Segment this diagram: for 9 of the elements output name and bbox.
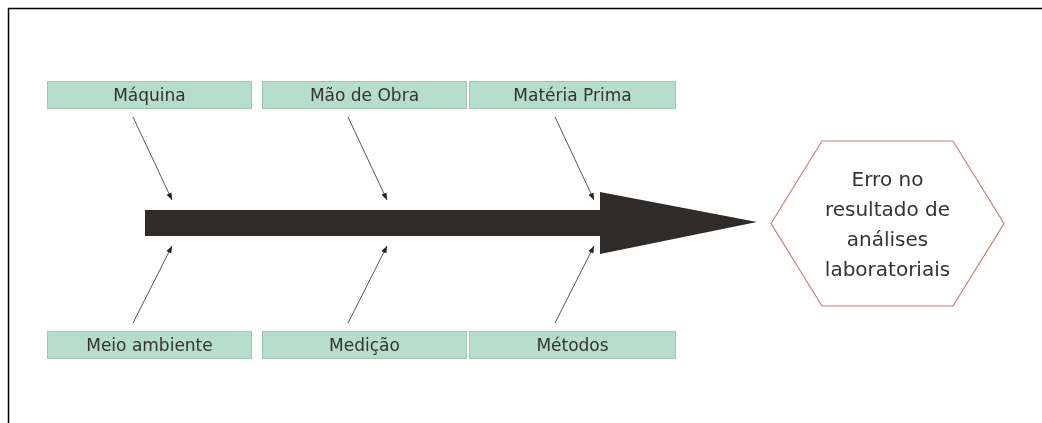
cause-label: Mão de Obra: [262, 81, 467, 109]
effect-text: Erro no resultado de análises laboratoriais: [823, 165, 952, 283]
cause-label: Medição: [262, 331, 467, 359]
cause-label: Matéria Prima: [469, 81, 676, 109]
cause-label: Métodos: [469, 331, 676, 359]
effect-hexagon: [770, 140, 1005, 307]
cause-label: Meio ambiente: [47, 331, 252, 359]
cause-label: Máquina: [47, 81, 252, 109]
spine-arrow: [145, 192, 757, 254]
